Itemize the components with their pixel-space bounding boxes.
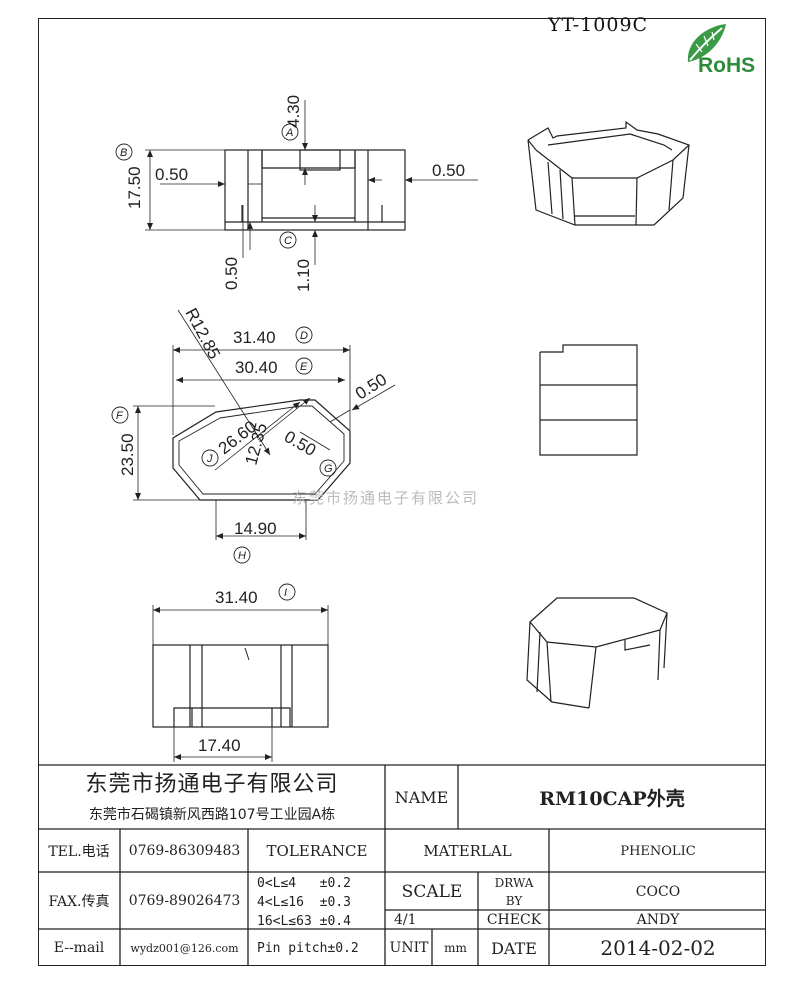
svg-text:E: E [300, 361, 308, 373]
front-view [152, 605, 329, 762]
dim-e-30-40: 30.40 [235, 358, 278, 377]
ref-circle-f: F [111, 406, 129, 424]
material-value: PHENOLIC [620, 843, 696, 859]
dim-right-0-50: 0.50 [432, 161, 465, 180]
tolerance-range-1: 0<L≤4 ±0.2 [257, 876, 351, 891]
svg-text:C: C [284, 235, 292, 247]
svg-text:B: B [120, 147, 127, 159]
check-label: CHECK [486, 912, 542, 928]
company-address: 东莞市石碣镇新风西路107号工业园A栋 [88, 806, 336, 823]
date-label: DATE [491, 938, 537, 958]
fax-label: FAX.传真 [48, 894, 110, 910]
ref-circle-i: I [278, 583, 296, 601]
email-value: wydz001@126.com [130, 941, 239, 955]
drawn-by-label-line1: DRWA [494, 875, 534, 890]
check-value: ANDY [636, 912, 680, 928]
isometric-view-bottom [526, 597, 668, 709]
tolerance-label: TOLERANCE [266, 842, 368, 860]
plan-view [133, 309, 396, 540]
company-watermark: 东莞市扬通电子有限公司 [292, 489, 480, 507]
drawn-by-value: COCO [635, 883, 681, 900]
material-label: MATERLAL [423, 842, 512, 860]
rohs-leaf-icon [687, 24, 726, 62]
dim-bottom-17-40: 17.40 [198, 736, 241, 755]
dim-bottom-0-50: 0.50 [222, 257, 241, 290]
rohs-logo: RoHS [678, 22, 768, 82]
unit-label: UNIT [389, 940, 429, 956]
name-value: RM10CAP外壳 [539, 787, 685, 810]
tel-value: 0769-86309483 [128, 843, 241, 859]
fax-value: 0769-89026473 [128, 893, 241, 909]
ref-circle-b: B [115, 143, 133, 161]
ref-circle-j: J [201, 449, 219, 467]
dim-a-4-30: 4.30 [284, 95, 303, 128]
tolerance-range-2: 4<L≤16 ±0.3 [257, 895, 351, 910]
side-view [539, 344, 638, 456]
dim-b-17-50: 17.50 [125, 166, 144, 209]
ref-circle-d: D [295, 326, 313, 344]
svg-text:G: G [324, 463, 333, 475]
company-name: 东莞市扬通电子有限公司 [85, 772, 339, 797]
dim-f-23-50: 23.50 [118, 433, 137, 476]
date-value: 2014-02-02 [600, 936, 716, 960]
svg-text:H: H [238, 550, 246, 562]
isometric-view-top [527, 120, 690, 226]
top-section-view [145, 100, 478, 265]
dim-c-1-10: 1.10 [294, 259, 313, 292]
scale-value: 4/1 [394, 912, 417, 928]
email-label: E--mail [53, 940, 105, 956]
dim-d-31-40: 31.40 [233, 328, 276, 347]
svg-text:I: I [284, 587, 287, 599]
dim-i-31-40: 31.40 [215, 588, 258, 607]
tel-label: TEL.电话 [48, 844, 110, 860]
scale-label: SCALE [401, 881, 463, 902]
drawn-by-label-line2: BY [505, 893, 523, 908]
svg-text:A: A [285, 127, 293, 139]
ref-circle-c: C [279, 231, 297, 249]
name-label: NAME [394, 787, 449, 807]
tolerance-pin-pitch: Pin pitch±0.2 [257, 940, 359, 956]
svg-text:F: F [116, 410, 124, 422]
svg-text:J: J [206, 453, 213, 465]
rohs-label: RoHS [698, 54, 756, 77]
ref-circle-a: A [281, 123, 299, 141]
tolerance-range-3: 16<L≤63 ±0.4 [257, 914, 351, 929]
dim-h-14-90: 14.90 [234, 519, 277, 538]
unit-value: mm [444, 941, 467, 955]
svg-text:D: D [300, 330, 308, 342]
drawing-sheet-border [38, 18, 766, 966]
dim-left-0-50: 0.50 [155, 165, 188, 184]
ref-circle-g: G [319, 459, 337, 477]
ref-circle-h: H [233, 546, 251, 564]
part-number: YT-1009C [548, 14, 649, 36]
ref-circle-e: E [295, 357, 313, 375]
